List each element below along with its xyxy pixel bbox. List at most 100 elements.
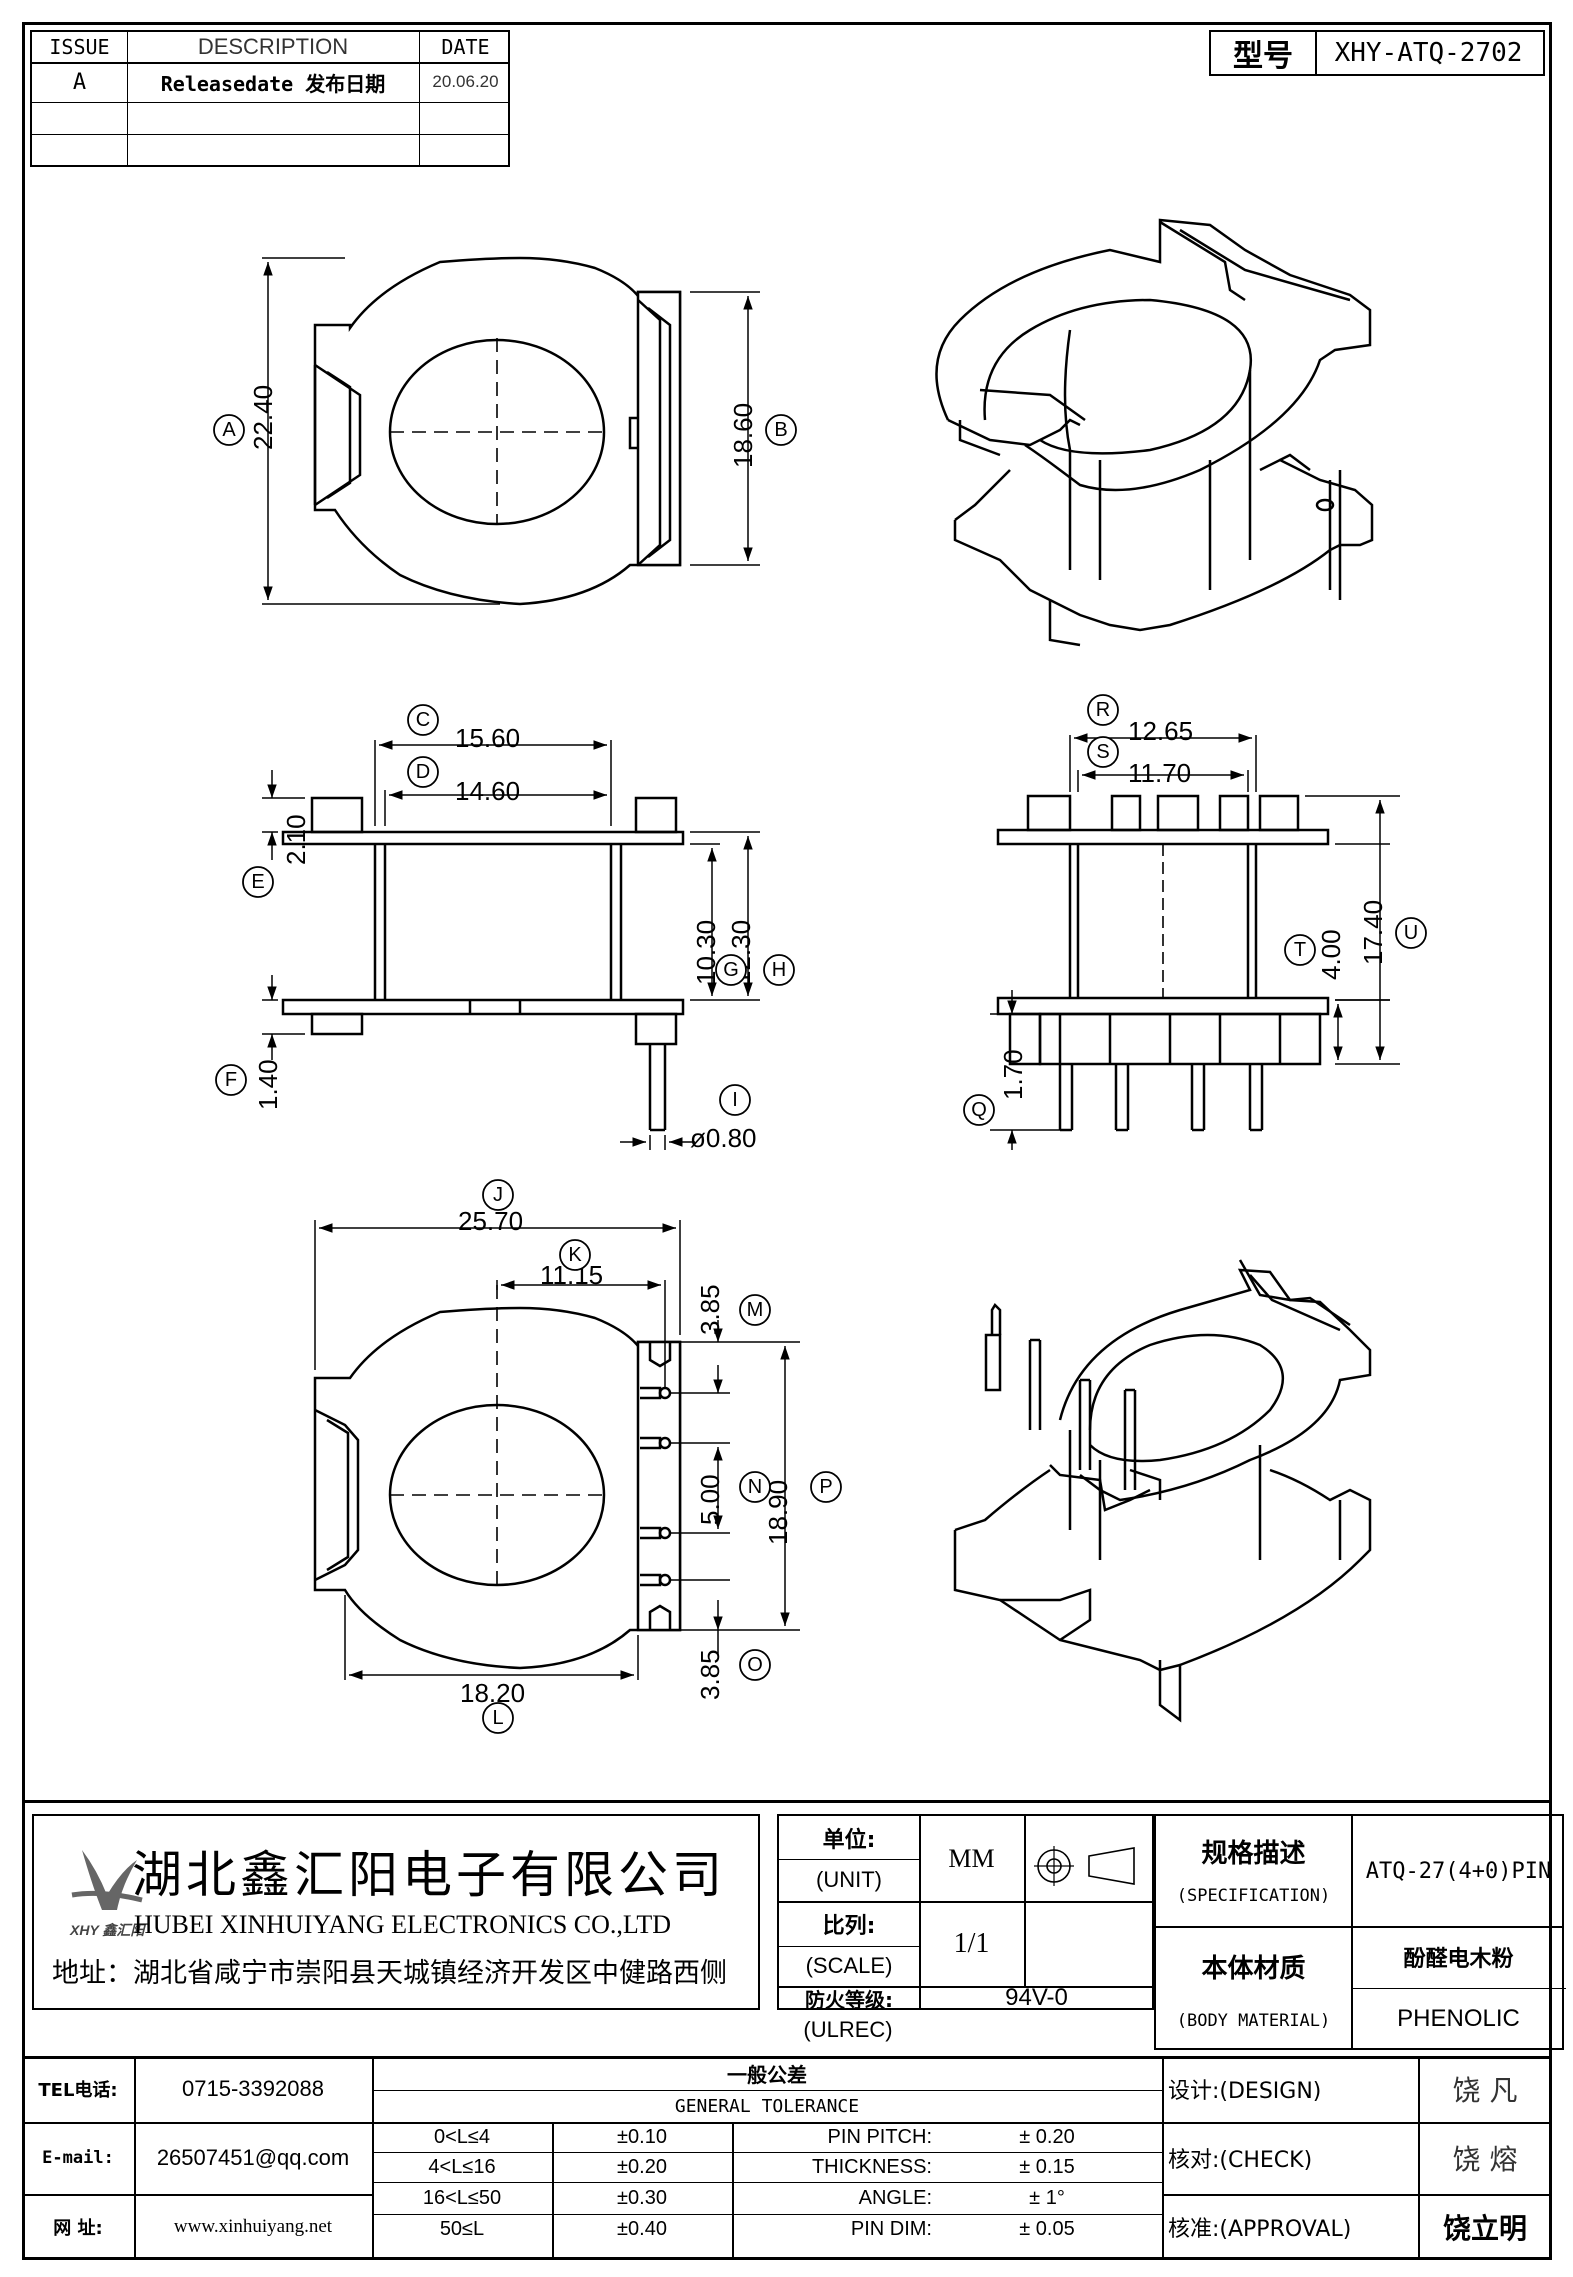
callout-t: T — [1293, 938, 1307, 961]
revision-description: Releasedate 发布日期 — [160, 71, 386, 96]
revision-header-issue: ISSUE — [49, 35, 110, 59]
company-name-en: HUBEI XINHUIYANG ELECTRONICS CO.,LTD — [134, 1910, 672, 1939]
top-view — [313, 256, 682, 606]
company-address: 地址：湖北省咸宁市崇阳县天城镇经济开发区中健路西侧 — [52, 1958, 727, 1989]
scale-value: 1/1 — [953, 1927, 990, 1959]
callout-f: F — [224, 1068, 238, 1091]
callout-b: B — [774, 418, 788, 441]
callout-l: L — [492, 1706, 504, 1729]
unit-grid: 单位: (UNIT) MM 比列: (SCALE) 1/1 防火等级: 94V-… — [777, 1814, 1154, 2012]
design-name: 饶 凡 — [1452, 2074, 1518, 2107]
callout-u: U — [1403, 921, 1419, 944]
tol-range-2: 16<L≤50 — [422, 2186, 502, 2209]
tolerance-table: 一般公差 GENERAL TOLERANCE 0<L≤4 ±0.10 4<L≤1… — [372, 2056, 1164, 2260]
callout-d: D — [415, 760, 431, 783]
callout-r: R — [1095, 698, 1111, 721]
dim-s: 11.70 — [1128, 758, 1192, 788]
spec-grid: 规格描述 (SPECIFICATION) ATQ-27(4+0)PIN 本体材质… — [1154, 1814, 1566, 2050]
special-name-1: THICKNESS: — [811, 2155, 932, 2178]
spec-en: (SPECIFICATION) — [1176, 1886, 1331, 1906]
company-box — [32, 1814, 760, 2010]
dim-d: 14.60 — [455, 776, 521, 806]
approval-name: 饶立明 — [1442, 2212, 1527, 2245]
tol-range-3: 50≤L — [439, 2217, 485, 2240]
revision-date: 20.06.20 — [432, 72, 499, 91]
callout-h: H — [771, 958, 787, 981]
tel-label: TEL电话: — [38, 2080, 118, 2101]
scale-cn: 比列: — [822, 1913, 876, 1939]
projection-symbol — [1034, 1846, 1135, 1886]
special-tol-1: ± 0.15 — [1019, 2155, 1075, 2178]
scale-en: (SCALE) — [805, 1953, 893, 1978]
callout-p: P — [819, 1475, 833, 1498]
callout-e: E — [251, 870, 265, 893]
signoff-table: 设计:(DESIGN) 饶 凡 核对:(CHECK) 饶 熔 核准:(APPRO… — [1162, 2056, 1552, 2260]
outer-frame — [22, 22, 1552, 2260]
revision-header-description: DESCRIPTION — [197, 34, 349, 59]
revision-header-date: DATE — [441, 35, 490, 59]
side-view — [281, 796, 685, 1132]
tol-value-1: ±0.20 — [617, 2155, 667, 2178]
company-name-cn: 湖北鑫汇阳电子有限公司 — [132, 1846, 726, 1904]
callout-c: C — [415, 708, 431, 731]
special-name-2: ANGLE: — [858, 2186, 932, 2209]
fire-value: 94V-0 — [1005, 1984, 1068, 2011]
email-label: E-mail: — [42, 2148, 114, 2168]
company-logo-text: XHY 鑫汇阳 — [69, 1922, 146, 1938]
spec-cn: 规格描述 — [1201, 1838, 1306, 1869]
special-name-0: PIN PITCH: — [827, 2125, 932, 2148]
model-box: 型号 XHY-ATQ-2702 — [1209, 30, 1545, 76]
callout-n: N — [747, 1475, 763, 1498]
callout-o: O — [747, 1653, 763, 1676]
web-value[interactable]: www.xinhuiyang.net — [173, 2216, 333, 2237]
model-value: XHY-ATQ-2702 — [1334, 38, 1523, 68]
material-value-en: PHENOLIC — [1397, 2005, 1520, 2032]
callout-m: M — [746, 1298, 764, 1321]
tol-value-3: ±0.40 — [617, 2217, 667, 2240]
isometric-view-bottom — [953, 1259, 1372, 1723]
special-tol-0: ± 0.20 — [1019, 2125, 1075, 2148]
unit-en: (UNIT) — [816, 1867, 882, 1892]
callout-a: A — [222, 418, 236, 441]
callout-j: J — [493, 1183, 503, 1206]
fire-en: (ULREC) — [803, 2017, 893, 2042]
revision-issue: A — [72, 69, 87, 95]
company-logo: XHY 鑫汇阳 — [69, 1850, 146, 1938]
design-label: 设计:(DESIGN) — [1168, 2079, 1322, 2104]
dim-c: 15.60 — [455, 723, 521, 753]
tolerance-title-en: GENERAL TOLERANCE — [674, 2095, 860, 2117]
revision-table: ISSUE DESCRIPTION DATE A Releasedate 发布日… — [30, 30, 510, 167]
tol-value-2: ±0.30 — [617, 2186, 667, 2209]
approval-label: 核准:(APPROVAL) — [1168, 2217, 1352, 2242]
dim-i: ø0.80 — [690, 1123, 757, 1153]
title-block: XHY 鑫汇阳 湖北鑫汇阳电子有限公司 HUBEI XINHUIYANG ELE… — [22, 1800, 1566, 2260]
dim-l: 18.20 — [460, 1678, 526, 1708]
callout-k: K — [568, 1243, 582, 1266]
tel-value: 0715-3392088 — [182, 2076, 324, 2101]
unit-cn: 单位: — [822, 1827, 876, 1853]
dim-j: 25.70 — [458, 1206, 524, 1236]
check-label: 核对:(CHECK) — [1168, 2148, 1313, 2173]
unit-value: MM — [948, 1843, 995, 1873]
tol-range-1: 4<L≤16 — [428, 2155, 496, 2178]
technical-drawing — [262, 218, 1400, 1723]
callout-q: Q — [971, 1098, 987, 1121]
fire-cn: 防火等级: — [805, 1987, 893, 2012]
spec-value: ATQ-27(4+0)PIN — [1365, 1858, 1552, 1884]
bottom-view — [313, 1285, 682, 1670]
model-label: 型号 — [1233, 39, 1293, 74]
dim-r: 12.65 — [1128, 716, 1194, 746]
material-en: (BODY MATERIAL) — [1176, 2011, 1331, 2031]
special-name-3: PIN DIM: — [850, 2217, 932, 2240]
material-value-cn: 酚醛电木粉 — [1403, 1947, 1514, 1972]
material-cn: 本体材质 — [1201, 1953, 1306, 1984]
end-view — [996, 794, 1330, 1132]
tol-range-0: 0<L≤4 — [433, 2125, 491, 2148]
callout-i: I — [732, 1088, 738, 1111]
tol-value-0: ±0.10 — [617, 2125, 667, 2148]
check-name: 饶 熔 — [1452, 2143, 1518, 2176]
contact-table: TEL电话: 0715-3392088 E-mail: 26507451@qq.… — [22, 2056, 374, 2260]
isometric-view-top — [935, 218, 1374, 647]
email-value[interactable]: 26507451@qq.com — [156, 2145, 350, 2170]
